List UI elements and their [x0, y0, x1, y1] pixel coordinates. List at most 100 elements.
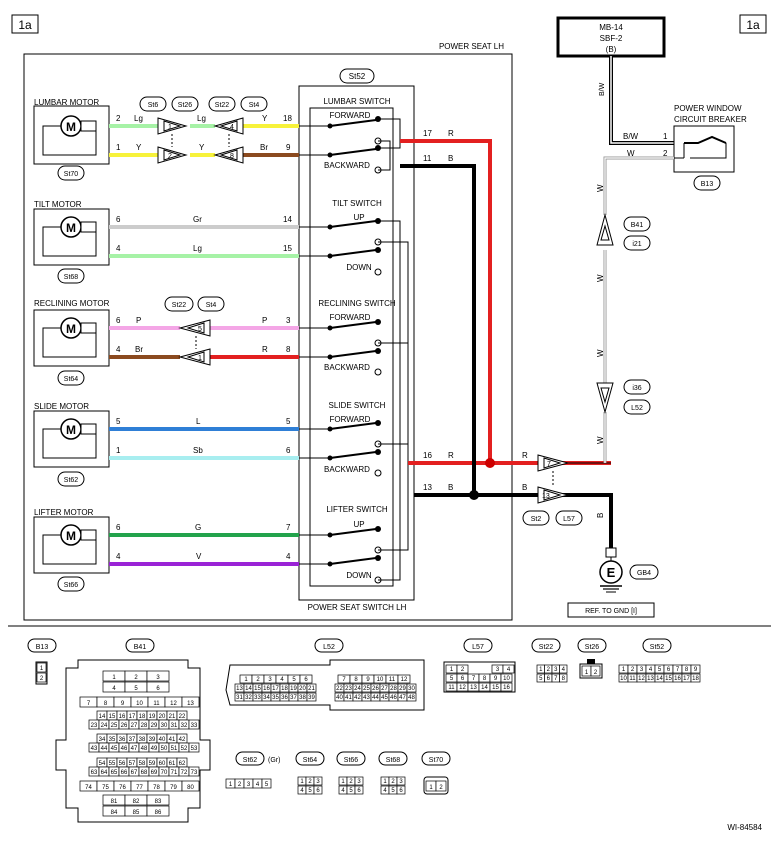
svg-text:Y: Y — [199, 143, 205, 152]
svg-text:BACKWARD: BACKWARD — [324, 161, 370, 170]
pin-l52: 25 — [363, 686, 370, 692]
pin-st22: 2 — [547, 667, 551, 673]
pin-l52: 7 — [342, 677, 346, 683]
svg-text:M: M — [66, 529, 76, 543]
svg-text:RECLINING SWITCH: RECLINING SWITCH — [318, 299, 396, 308]
pin-st62: 4 — [256, 782, 260, 788]
svg-text:9: 9 — [286, 143, 291, 152]
junction-b41: B41 i21 — [596, 213, 651, 251]
svg-text:8: 8 — [286, 345, 291, 354]
pin-b41: 61 — [169, 761, 176, 767]
pin-st52: 1 — [622, 667, 626, 673]
svg-text:St6: St6 — [148, 102, 159, 109]
pin-b41: 70 — [161, 770, 168, 776]
svg-text:B: B — [448, 483, 453, 492]
svg-text:W: W — [627, 149, 635, 158]
pin-l52: 37 — [290, 695, 297, 701]
svg-text:W: W — [596, 184, 605, 192]
pin-st52: 10 — [620, 676, 627, 682]
pin-st68: 3 — [399, 779, 403, 785]
pin-l52: 32 — [245, 695, 252, 701]
pin-l52: 17 — [272, 686, 279, 692]
svg-text:4: 4 — [286, 552, 291, 561]
slide-motor: SLIDE MOTOR M St62 — [33, 402, 110, 487]
svg-text:1: 1 — [116, 143, 121, 152]
pin-l52: 20 — [299, 686, 306, 692]
svg-text:REF. TO GND [I]: REF. TO GND [I] — [585, 608, 637, 615]
pin-l52: 44 — [372, 695, 379, 701]
pin-st52: 15 — [665, 676, 672, 682]
output-connectors: 7 13 St2 L57 — [522, 454, 583, 526]
pin-l52: 14 — [245, 686, 252, 692]
svg-text:6: 6 — [286, 446, 291, 455]
svg-text:E: E — [607, 565, 616, 580]
svg-text:St2: St2 — [531, 516, 542, 523]
pin-b13: 1 — [40, 666, 44, 672]
svg-text:TILT MOTOR: TILT MOTOR — [34, 200, 82, 209]
pin-st22: 4 — [562, 667, 566, 673]
svg-text:3: 3 — [286, 316, 291, 325]
svg-text:St22: St22 — [215, 102, 230, 109]
svg-text:B: B — [522, 483, 527, 492]
pin-b41: 53 — [191, 746, 198, 752]
pin-st52: 3 — [640, 667, 644, 673]
pin-st66: 3 — [357, 779, 361, 785]
pin-b41: 54 — [99, 761, 106, 767]
pin-st68: 6 — [399, 788, 403, 794]
reclining-motor: RECLINING MOTOR M St64 — [33, 299, 110, 386]
svg-text:16: 16 — [423, 451, 432, 460]
connector-label-st22: St22 — [539, 644, 554, 651]
pin-b41: 22 — [179, 714, 186, 720]
pin-b41: 31 — [171, 723, 178, 729]
pin-st70: 1 — [429, 785, 433, 791]
svg-text:Gr: Gr — [193, 215, 202, 224]
pin-l52: 28 — [390, 686, 397, 692]
svg-text:SBF-2: SBF-2 — [600, 34, 623, 43]
pin-l52: 33 — [254, 695, 261, 701]
pin-l57: 5 — [450, 676, 454, 682]
pin-l52: 1 — [244, 677, 248, 683]
svg-text:R: R — [448, 451, 454, 460]
pin-l52: 5 — [292, 677, 296, 683]
svg-text:7: 7 — [286, 523, 291, 532]
svg-text:LUMBAR SWITCH: LUMBAR SWITCH — [323, 97, 390, 106]
pin-l52: 11 — [389, 677, 396, 683]
lumbar-inline-connectors: St6 St26 St22 St4 1 2 4 8 — [139, 96, 268, 164]
svg-text:11: 11 — [423, 154, 432, 163]
svg-text:W: W — [596, 436, 605, 444]
svg-text:M: M — [66, 423, 76, 437]
svg-text:1: 1 — [168, 124, 172, 131]
pin-b41: 33 — [191, 723, 198, 729]
pin-l52: 31 — [236, 695, 243, 701]
pin-l52: 38 — [299, 695, 306, 701]
svg-text:6: 6 — [116, 523, 121, 532]
pin-b41: 41 — [169, 737, 176, 743]
pin-b41: 32 — [181, 723, 188, 729]
pin-l57: 15 — [492, 685, 499, 691]
pin-b41: 18 — [139, 714, 146, 720]
junction-i36: i36 L52 — [596, 379, 651, 415]
lumbar-motor: LUMBAR MOTOR M St70 — [33, 98, 110, 181]
svg-text:7: 7 — [547, 461, 551, 468]
pin-st64: 2 — [308, 779, 312, 785]
svg-text:13: 13 — [542, 493, 550, 500]
pin-l57: 4 — [507, 667, 511, 673]
pin-l57: 8 — [483, 676, 487, 682]
pin-st52: 16 — [674, 676, 681, 682]
svg-text:4: 4 — [116, 345, 121, 354]
svg-text:MB-14: MB-14 — [599, 23, 623, 32]
pin-b41: 42 — [179, 737, 186, 743]
svg-text:B13: B13 — [701, 181, 714, 188]
svg-text:L52: L52 — [631, 405, 643, 412]
pin-b41: 46 — [121, 746, 128, 752]
pin-b41: 84 — [111, 810, 118, 816]
pin-b41: 21 — [169, 714, 176, 720]
page-tag-left: 1a — [18, 18, 32, 32]
lumbar-switch: LUMBAR SWITCH FORWARD BACKWARD — [299, 97, 391, 174]
pin-b41: 59 — [149, 761, 156, 767]
pin-b41: 34 — [99, 737, 106, 743]
pin-l57: 7 — [472, 676, 476, 682]
pin-b41: 35 — [109, 737, 116, 743]
svg-text:St66: St66 — [64, 582, 79, 589]
